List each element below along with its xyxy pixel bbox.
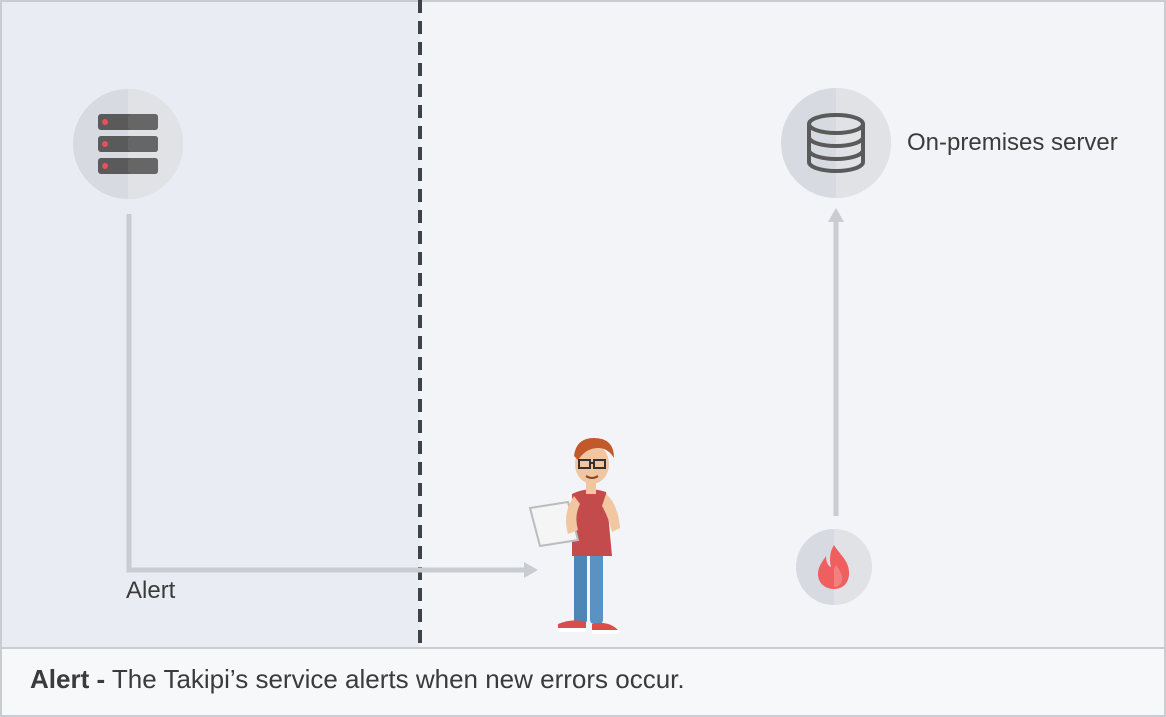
error-arrowhead: [828, 208, 844, 222]
database-icon: [807, 113, 865, 173]
server-rack-icon: [98, 114, 158, 174]
network-boundary-divider: [418, 0, 422, 647]
alert-label: Alert: [126, 577, 176, 604]
on-premises-server-node: [781, 88, 891, 198]
alert-connector: [126, 214, 528, 573]
caption-bar: [2, 647, 1164, 715]
on-premises-server-label: On-premises server: [907, 129, 1118, 156]
caption: Alert - The Takipi’s service alerts when…: [30, 664, 685, 695]
flame-icon: [818, 545, 850, 589]
alert-arrowhead: [524, 562, 538, 578]
developer-illustration: [528, 438, 620, 634]
error-node: [796, 529, 872, 605]
server-rack-node: [73, 89, 183, 199]
caption-text: The Takipi’s service alerts when new err…: [111, 664, 685, 694]
cloud-zone: [2, 2, 420, 647]
caption-title: Alert -: [30, 664, 106, 694]
